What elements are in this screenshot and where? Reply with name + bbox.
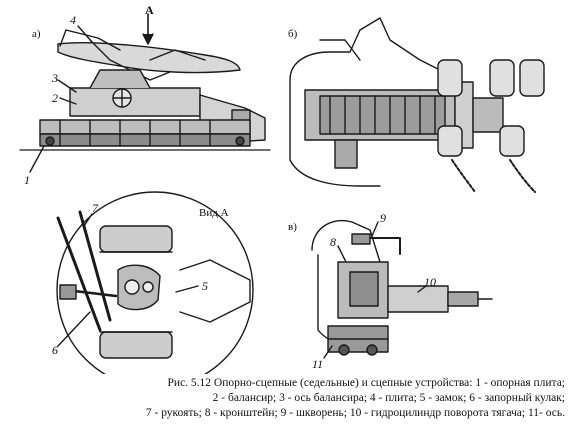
callout-8: 8 — [330, 235, 336, 249]
callout-4: 4 — [70, 13, 76, 27]
view-a-arrow-label: А — [145, 3, 154, 17]
caption-line-3: 7 - рукоять; 8 - кронштейн; 9 - шкворень… — [145, 407, 565, 419]
callout-2: 2 — [52, 91, 58, 105]
panel-a-label: а) — [32, 28, 41, 40]
caption-line-1: Рис. 5.12 Опорно-сцепные (седельные) и с… — [167, 377, 565, 389]
panel-view-a-label: Вид А — [199, 207, 229, 219]
callout-7: 7 — [92, 201, 99, 215]
panel-view-a-drawing — [56, 191, 254, 374]
callout-5: 5 — [202, 279, 208, 293]
callout-9: 9 — [380, 211, 386, 225]
callout-11: 11 — [312, 357, 323, 371]
callout-1: 1 — [24, 173, 30, 187]
figure-caption: Рис. 5.12 Опорно-сцепные (седельные) и с… — [0, 376, 569, 421]
panel-v-label: в) — [288, 221, 297, 233]
callout-6: 6 — [52, 343, 58, 357]
panel-b-label: б) — [288, 28, 298, 40]
panel-v-drawing — [311, 220, 493, 359]
callout-10: 10 — [424, 275, 436, 289]
caption-line-2: 2 - балансир; 3 - ось балансира; 4 - пли… — [212, 392, 565, 404]
panel-a-drawing — [19, 13, 271, 173]
panel-b-drawing — [289, 17, 545, 193]
technical-drawing: а) А 4 3 2 1 б) Вид А 7 5 6 в) 9 8 10 11 — [19, 3, 545, 374]
callout-3: 3 — [51, 71, 58, 85]
